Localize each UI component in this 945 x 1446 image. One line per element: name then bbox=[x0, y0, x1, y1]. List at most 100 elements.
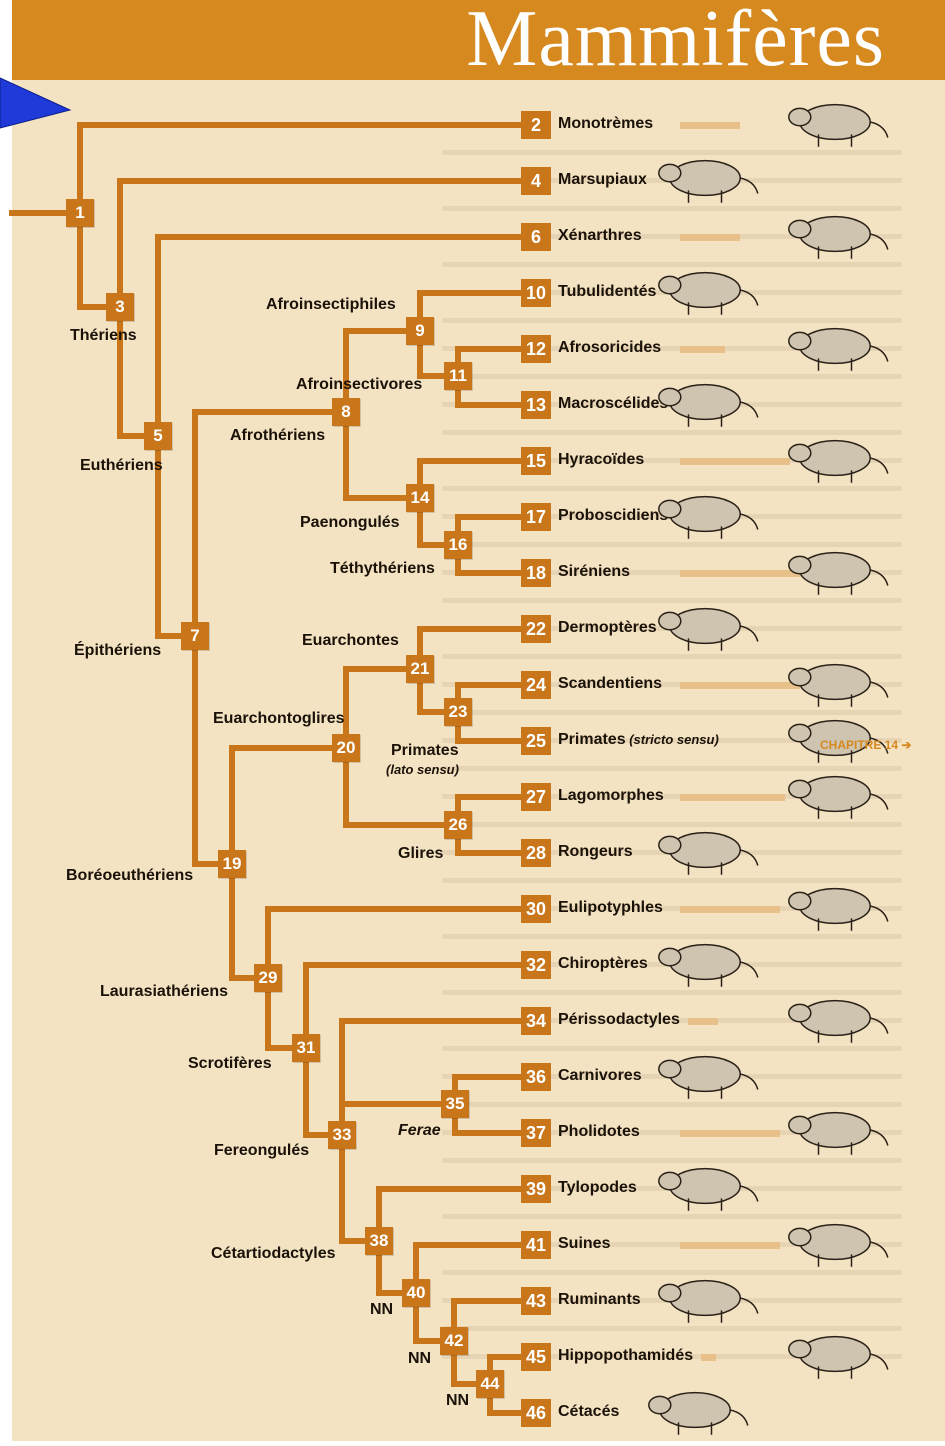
taxon-label: Eulipotyphles bbox=[558, 899, 663, 916]
taxon-label: Pholidotes bbox=[558, 1123, 640, 1140]
node-33: 33 bbox=[328, 1121, 356, 1149]
guide-line-6 bbox=[680, 234, 740, 241]
node-44: 44 bbox=[476, 1370, 504, 1398]
tip-node-12: 12 bbox=[521, 335, 551, 363]
taxon-name-37: Pholidotes bbox=[558, 1123, 640, 1141]
taxon-name-18: Siréniens bbox=[558, 563, 630, 581]
node-7: 7 bbox=[181, 622, 209, 650]
taxon-name-4: Marsupiaux bbox=[558, 171, 647, 189]
taxon-name-43: Ruminants bbox=[558, 1291, 641, 1309]
tip-node-25: 25 bbox=[521, 727, 551, 755]
node-26: 26 bbox=[444, 811, 472, 839]
taxon-name-25: Primates (stricto sensu) bbox=[558, 731, 719, 749]
tip-node-2: 2 bbox=[521, 111, 551, 139]
taxon-label: Scandentiens bbox=[558, 675, 662, 692]
clade-label-afroinsectivores: Afroinsectivores bbox=[296, 376, 422, 394]
taxon-note: (stricto sensu) bbox=[626, 732, 719, 747]
clade-label-afrotheriens: Afrothériens bbox=[230, 427, 325, 445]
taxon-name-41: Suines bbox=[558, 1235, 610, 1253]
chapter-link-label: CHAPITRE 14 bbox=[820, 738, 898, 752]
tip-node-39: 39 bbox=[521, 1175, 551, 1203]
tip-node-34: 34 bbox=[521, 1007, 551, 1035]
taxon-name-28: Rongeurs bbox=[558, 843, 633, 861]
clade-label-glires: Glires bbox=[398, 845, 443, 863]
guide-line-34 bbox=[688, 1018, 718, 1025]
node-38: 38 bbox=[365, 1227, 393, 1255]
clade-label-laurasiatheriens: Laurasiathériens bbox=[100, 983, 228, 1001]
pangolin-icon bbox=[780, 1099, 890, 1166]
taxon-label: Afrosoricides bbox=[558, 339, 661, 356]
node-14: 14 bbox=[406, 484, 434, 512]
guide-line-12 bbox=[680, 346, 725, 353]
elephant-shrew-icon bbox=[650, 371, 760, 438]
node-11: 11 bbox=[444, 362, 472, 390]
taxon-name-2: Monotrèmes bbox=[558, 115, 653, 133]
node-8: 8 bbox=[332, 398, 360, 426]
taxon-label: Chiroptères bbox=[558, 955, 648, 972]
aardvark-icon bbox=[650, 259, 760, 326]
clade-label-nn-40: NN bbox=[370, 1301, 393, 1319]
taxon-label: Dermoptères bbox=[558, 619, 657, 636]
otter-shrew-icon bbox=[780, 315, 890, 382]
tip-node-41: 41 bbox=[521, 1231, 551, 1259]
taxon-name-15: Hyracoïdes bbox=[558, 451, 644, 469]
tip-node-27: 27 bbox=[521, 783, 551, 811]
taxon-label: Lagomorphes bbox=[558, 787, 664, 804]
guide-line-37 bbox=[680, 1130, 780, 1137]
tip-node-46: 46 bbox=[521, 1399, 551, 1427]
taxon-label: Rongeurs bbox=[558, 843, 633, 860]
hippopotamus-icon bbox=[780, 1323, 890, 1390]
manatee-icon bbox=[780, 539, 890, 606]
taxon-label: Marsupiaux bbox=[558, 171, 647, 188]
tip-node-43: 43 bbox=[521, 1287, 551, 1315]
taxon-name-10: Tubulidentés bbox=[558, 283, 656, 301]
colugo-icon bbox=[650, 595, 760, 662]
guide-line-2 bbox=[680, 122, 740, 129]
shrew-icon bbox=[780, 875, 890, 942]
tip-node-13: 13 bbox=[521, 391, 551, 419]
whale-icon bbox=[640, 1379, 750, 1446]
node-31: 31 bbox=[292, 1034, 320, 1062]
camel-icon bbox=[650, 1155, 760, 1222]
node-16: 16 bbox=[444, 531, 472, 559]
tip-node-17: 17 bbox=[521, 503, 551, 531]
taxon-name-36: Carnivores bbox=[558, 1067, 642, 1085]
taxon-label: Périssodactyles bbox=[558, 1011, 680, 1028]
clade-label-nn-44: NN bbox=[446, 1392, 469, 1410]
anteater-icon bbox=[780, 203, 890, 270]
guide-line-45 bbox=[701, 1354, 716, 1361]
tip-node-10: 10 bbox=[521, 279, 551, 307]
clade-label-eutheriens: Euthériens bbox=[80, 457, 163, 475]
clade-label-afroinsectiphiles: Afroinsectiphiles bbox=[266, 296, 396, 314]
clade-label-primates: Primates bbox=[391, 742, 459, 760]
taxon-name-6: Xénarthres bbox=[558, 227, 642, 245]
node-29: 29 bbox=[254, 964, 282, 992]
bat-icon bbox=[650, 931, 760, 998]
node-21: 21 bbox=[406, 655, 434, 683]
tip-node-30: 30 bbox=[521, 895, 551, 923]
porcupine-icon bbox=[650, 819, 760, 886]
hyrax-icon bbox=[780, 427, 890, 494]
boar-icon bbox=[780, 1211, 890, 1278]
taxon-label: Hippopothamidés bbox=[558, 1347, 693, 1364]
platypus-icon bbox=[780, 91, 890, 158]
tip-node-22: 22 bbox=[521, 615, 551, 643]
node-40: 40 bbox=[402, 1279, 430, 1307]
clade-label-nn-42: NN bbox=[408, 1350, 431, 1368]
taxon-label: Xénarthres bbox=[558, 227, 642, 244]
chapter-link[interactable]: CHAPITRE 14 ➔ bbox=[820, 738, 911, 752]
node-5: 5 bbox=[144, 422, 172, 450]
clade-label-scrotiferes: Scrotifères bbox=[188, 1055, 272, 1073]
taxon-name-30: Eulipotyphles bbox=[558, 899, 663, 917]
taxon-name-46: Cétacés bbox=[558, 1403, 619, 1421]
node-19: 19 bbox=[218, 850, 246, 878]
taxon-name-24: Scandentiens bbox=[558, 675, 662, 693]
tip-node-28: 28 bbox=[521, 839, 551, 867]
clade-label-primates-sub: (lato sensu) bbox=[386, 762, 459, 777]
taxon-label: Primates bbox=[558, 731, 626, 748]
tip-node-4: 4 bbox=[521, 167, 551, 195]
clade-label-euarchontes: Euarchontes bbox=[302, 632, 399, 650]
taxon-label: Hyracoïdes bbox=[558, 451, 644, 468]
clade-label-paenongules: Paenongulés bbox=[300, 514, 400, 532]
walrus-icon bbox=[650, 1043, 760, 1110]
